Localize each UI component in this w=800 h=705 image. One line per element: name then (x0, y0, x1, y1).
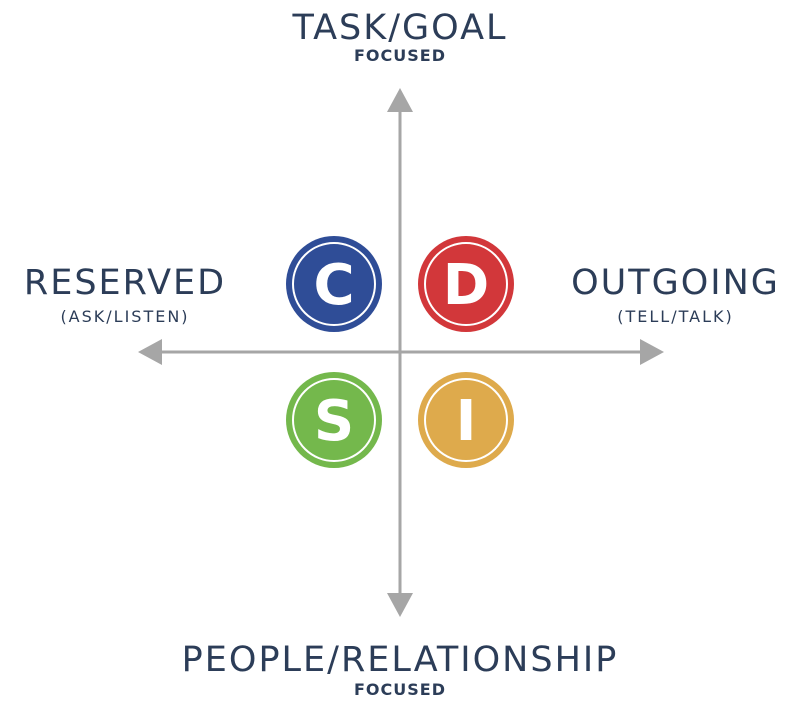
left-axis-subtitle: (ASK/LISTEN) (60, 307, 190, 326)
arrow-right-icon (640, 339, 664, 365)
bottom-axis-subtitle: FOCUSED (354, 680, 446, 699)
quadrant-i-ring (424, 378, 508, 462)
quadrant-d-letter: D (443, 253, 489, 318)
quadrant-d: D (418, 236, 514, 332)
quadrant-c-ring (292, 242, 376, 326)
quadrant-s: S (286, 372, 382, 468)
quadrant-c-letter: C (313, 253, 354, 318)
arrow-up-icon (387, 88, 413, 112)
quadrant-s-circle (286, 372, 382, 468)
quadrant-c-circle (286, 236, 382, 332)
quadrant-d-circle (418, 236, 514, 332)
quadrant-s-ring (292, 378, 376, 462)
top-axis-title: TASK/GOAL (292, 8, 508, 48)
quadrant-i: I (418, 372, 514, 468)
quadrant-c: C (286, 236, 382, 332)
top-axis-subtitle: FOCUSED (354, 46, 446, 65)
right-axis-title: OUTGOING (571, 263, 780, 303)
quadrant-i-letter: I (456, 389, 477, 454)
arrow-down-icon (387, 593, 413, 617)
left-axis-title: RESERVED (23, 263, 227, 303)
quadrant-d-ring (424, 242, 508, 326)
quadrant-i-circle (418, 372, 514, 468)
quadrant-s-letter: S (314, 389, 354, 454)
right-axis-subtitle: (TELL/TALK) (617, 307, 734, 326)
arrow-left-icon (138, 339, 162, 365)
bottom-axis-title: PEOPLE/RELATIONSHIP (181, 640, 619, 680)
